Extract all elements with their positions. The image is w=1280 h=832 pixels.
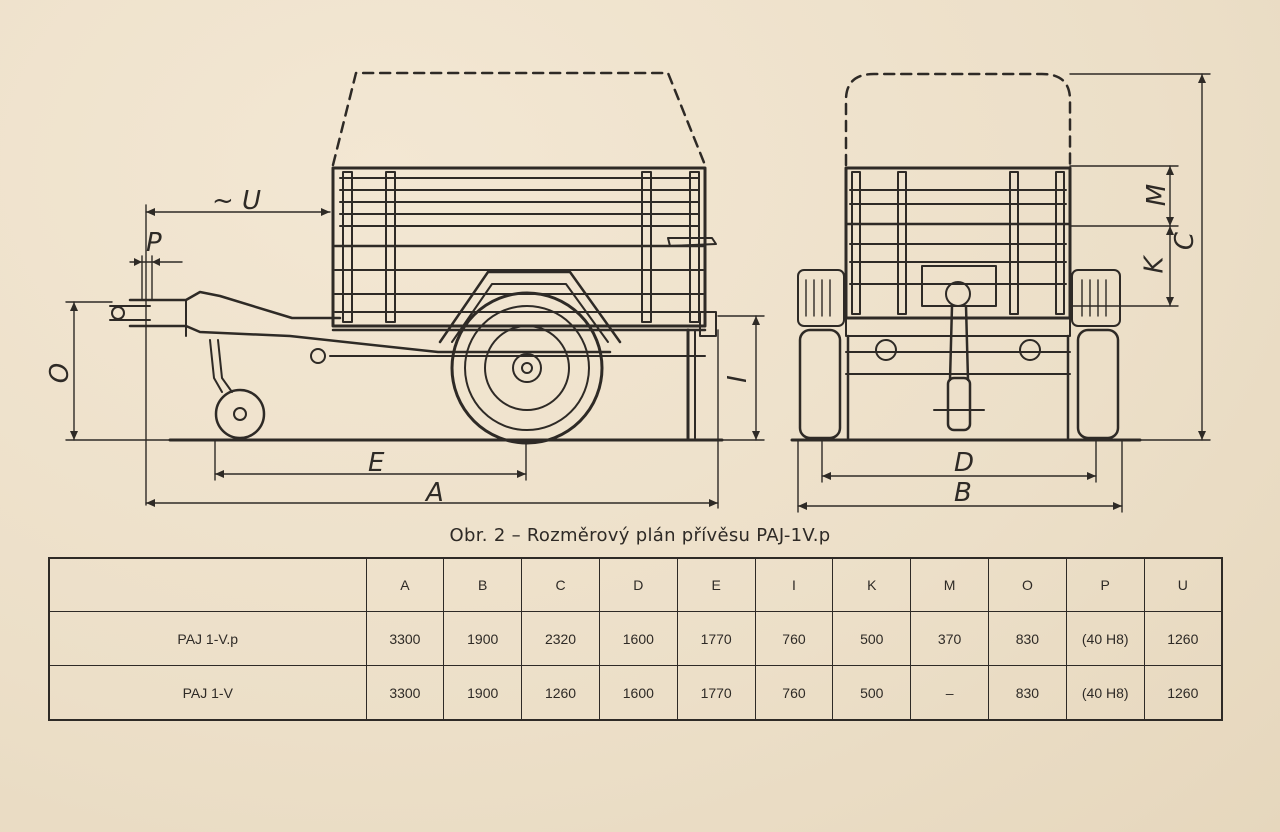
dim-label-b: B [954, 478, 972, 508]
dim-label-c: C [1170, 231, 1201, 251]
table-header-cell: E [676, 558, 756, 612]
table-cell: 1260 [1143, 611, 1222, 666]
dimension-table: A B C D E I K M O P U PAJ 1-V.p 3300 190… [48, 557, 1223, 721]
table-cell: 1260 [1143, 665, 1222, 720]
table-header-cell: D [598, 558, 678, 612]
table-cell: 830 [988, 611, 1067, 666]
figure-caption: Obr. 2 – Rozměrový plán přívěsu PAJ-1V.p [449, 525, 831, 546]
table-cell: 760 [754, 665, 833, 720]
dim-label-o: O [45, 362, 76, 384]
table-header-cell [49, 558, 366, 612]
dim-label-u: ~ U [212, 186, 262, 216]
table-cell: 1900 [443, 665, 522, 720]
table-cell: 1600 [598, 611, 678, 666]
table-cell: 500 [832, 665, 911, 720]
trailer-dimension-drawing [65, 71, 1211, 513]
table-cell: – [910, 665, 989, 720]
side-view [65, 71, 765, 509]
table-header-cell: O [988, 558, 1067, 612]
table-cell: 3300 [365, 665, 444, 720]
table-header-cell: M [910, 558, 989, 612]
table-cell: 1900 [443, 611, 522, 666]
dim-label-k: K [1139, 256, 1170, 274]
table-cell: 3300 [365, 611, 444, 666]
table-header-row: A B C D E I K M O P U [49, 558, 1222, 612]
rear-view [790, 72, 1211, 513]
table-header-cell: C [521, 558, 600, 612]
table-header-cell: K [832, 558, 911, 612]
table-cell: 1770 [676, 611, 756, 666]
table-cell: 1260 [521, 665, 600, 720]
dim-label-e: E [368, 448, 385, 478]
dim-label-d: D [954, 448, 975, 478]
table-cell: 1770 [676, 665, 756, 720]
dim-label-a: A [426, 478, 444, 508]
table-cell: 830 [988, 665, 1067, 720]
table-cell: 370 [910, 611, 989, 666]
table-cell: (40 H8) [1065, 665, 1145, 720]
table-cell: (40 H8) [1065, 611, 1145, 666]
table-header-cell: P [1065, 558, 1145, 612]
table-row: PAJ 1-V.p 3300 1900 2320 1600 1770 760 5… [49, 611, 1222, 666]
table-cell-model: PAJ 1-V.p [49, 611, 366, 666]
table-cell: 760 [754, 611, 833, 666]
table-cell-model: PAJ 1-V [49, 665, 366, 720]
table-cell: 500 [832, 611, 911, 666]
table-cell: 2320 [521, 611, 600, 666]
table-header-cell: I [754, 558, 833, 612]
table-header-cell: B [443, 558, 522, 612]
dim-label-i: I [722, 375, 753, 383]
table-row: PAJ 1-V 3300 1900 1260 1600 1770 760 500… [49, 665, 1222, 720]
table-cell: 1600 [598, 665, 678, 720]
dim-label-m: M [1142, 183, 1173, 207]
dim-label-p: P [146, 228, 162, 258]
table-header-cell: A [365, 558, 444, 612]
table-header-cell: U [1143, 558, 1222, 612]
